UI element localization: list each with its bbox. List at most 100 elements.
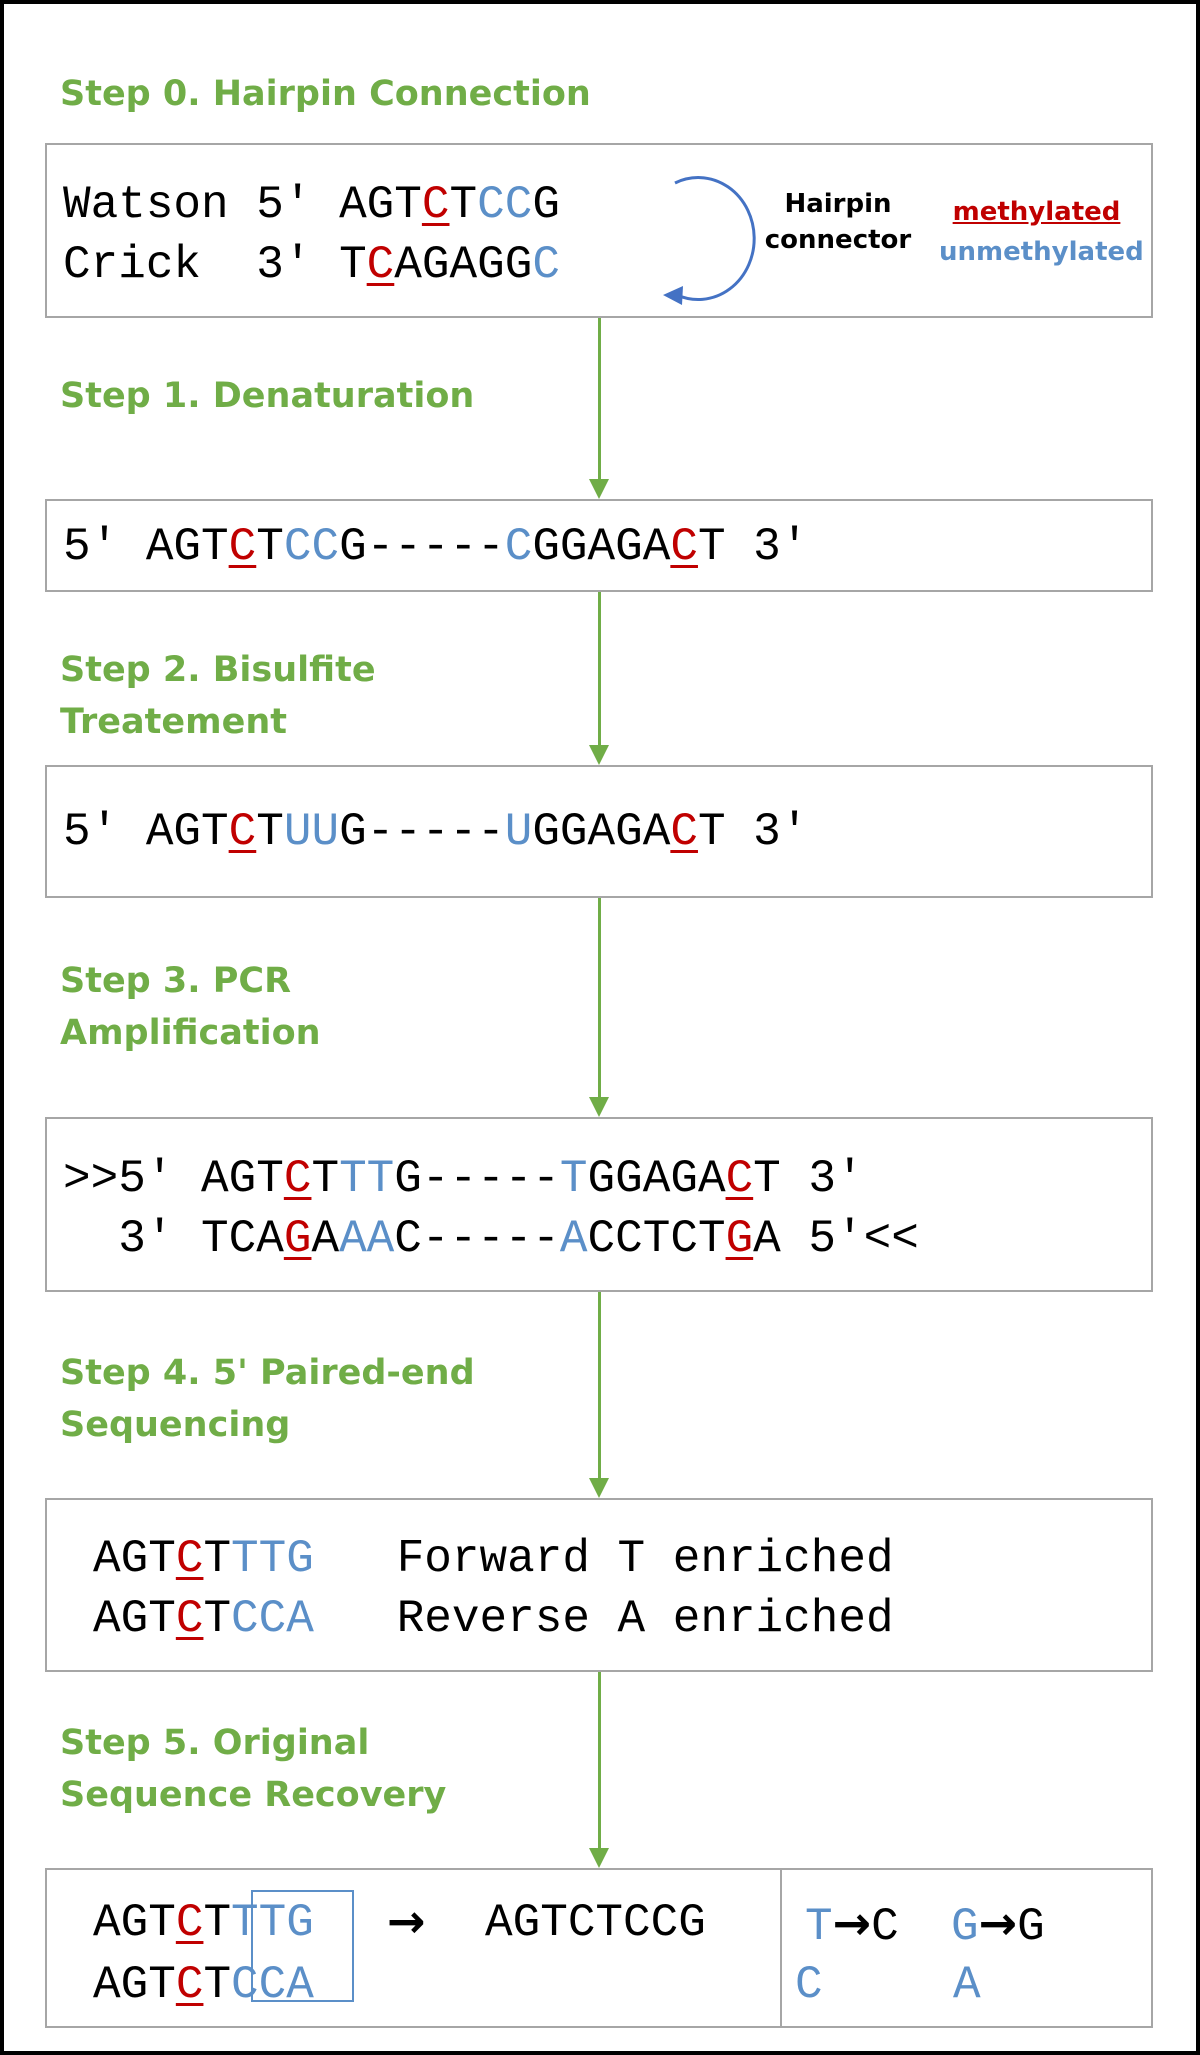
hairpin-loop-icon bbox=[663, 176, 756, 305]
base: GGAGA bbox=[587, 1153, 726, 1205]
methylated-base: C bbox=[228, 521, 257, 573]
methylated-base: C bbox=[725, 1153, 754, 1205]
divider bbox=[780, 1870, 782, 2026]
legend-methylated: methylated bbox=[952, 197, 1121, 227]
base: CCTCT bbox=[587, 1213, 726, 1265]
base: C----- bbox=[394, 1213, 560, 1265]
unmethylated-base: C bbox=[504, 521, 533, 573]
bisulfite-sequence: 5' AGTCTUUG-----UGGAGACT 3' bbox=[63, 809, 808, 855]
base: >>5' AGT bbox=[63, 1153, 284, 1205]
methylated-base: C bbox=[175, 1897, 204, 1949]
arrow-head bbox=[589, 1097, 609, 1117]
base: G----- bbox=[394, 1153, 560, 1205]
base: A bbox=[311, 1213, 340, 1265]
base: GGAGA bbox=[532, 806, 671, 858]
unmethylated-base: CC bbox=[477, 179, 533, 231]
pcr-forward-strand: >>5' AGTCTTTG-----TGGAGACT 3' bbox=[63, 1156, 864, 1202]
base: T bbox=[256, 806, 284, 858]
converted-base: CCA bbox=[231, 1593, 314, 1645]
base: A 5'<< bbox=[753, 1213, 919, 1265]
denaturation-box: 5' AGTCTCCG-----CGGAGACT 3' bbox=[45, 499, 1153, 592]
methylated-base: C bbox=[421, 179, 450, 231]
right-arrow-icon: → bbox=[978, 1896, 1018, 1950]
methylated-base: C bbox=[175, 1959, 204, 2011]
crick-strand: Crick 3' TCAGAGGC bbox=[63, 242, 560, 288]
base: G----- bbox=[339, 521, 505, 573]
base: T bbox=[203, 1593, 232, 1645]
base: T 3' bbox=[697, 806, 809, 858]
highlight-frame bbox=[251, 1890, 354, 2002]
step-3-title-line1: Step 3. PCR bbox=[60, 961, 292, 1001]
base: T bbox=[203, 1533, 232, 1585]
converted-base: TTG bbox=[231, 1897, 314, 1949]
base: GGAGA bbox=[532, 521, 671, 573]
original-base: G bbox=[1017, 1901, 1045, 1953]
arrow-head bbox=[589, 479, 609, 499]
watson-label: Watson 5' bbox=[63, 179, 312, 231]
arrow-head bbox=[589, 1478, 609, 1498]
base: G----- bbox=[339, 806, 505, 858]
recovered-sequence: AGTCTCCG bbox=[485, 1897, 706, 1949]
methylated-base: C bbox=[283, 1153, 312, 1205]
base: AGT bbox=[93, 1533, 176, 1585]
methylated-base: G bbox=[283, 1213, 312, 1265]
step-1-title: Step 1. Denaturation bbox=[60, 376, 475, 416]
pcr-reverse-strand: 3' TCAGAAAC-----ACCTCTGA 5'<< bbox=[63, 1216, 919, 1262]
converted-base: TT bbox=[339, 1153, 395, 1205]
converted-base: AA bbox=[339, 1213, 395, 1265]
methylated-base: C bbox=[175, 1533, 204, 1585]
read-base: T bbox=[805, 1901, 833, 1953]
step-5-title-line2: Sequence Recovery bbox=[60, 1775, 447, 1815]
base: 5' AGT bbox=[63, 806, 229, 858]
legend-unmethylated: unmethylated bbox=[939, 237, 1144, 267]
methylated-base: C bbox=[228, 806, 257, 858]
unmethylated-base: C bbox=[532, 239, 560, 291]
read-base: G bbox=[951, 1901, 979, 1953]
crick-label: Crick 3' bbox=[63, 239, 312, 291]
step-4-title: Step 4. 5' Paired-end Sequencing bbox=[60, 1347, 475, 1451]
base: AGAGG bbox=[394, 239, 533, 291]
read-description: Forward T enriched bbox=[313, 1533, 894, 1585]
base: T 3' bbox=[697, 521, 809, 573]
bisulfite-box: 5' AGTCTUUG-----UGGAGACT 3' bbox=[45, 765, 1153, 898]
step-5-title-line1: Step 5. Original bbox=[60, 1723, 370, 1763]
pcr-box: >>5' AGTCTTTG-----TGGAGACT 3' 3' TCAGAAA… bbox=[45, 1117, 1153, 1292]
base: G bbox=[532, 179, 560, 231]
step-3-title-line2: Amplification bbox=[60, 1013, 321, 1053]
original-base: C bbox=[871, 1901, 899, 1953]
base: T bbox=[449, 179, 478, 231]
base: 5' AGT bbox=[63, 521, 229, 573]
methylated-base: G bbox=[725, 1213, 754, 1265]
base: T bbox=[256, 521, 284, 573]
sequencing-box: AGTCTTTG Forward T enriched AGTCTCCA Rev… bbox=[45, 1498, 1153, 1672]
base: 3' TCA bbox=[63, 1213, 284, 1265]
rule-g-paired-base: A bbox=[953, 1959, 981, 2011]
base: AGT bbox=[93, 1593, 176, 1645]
step-4-title-line2: Sequencing bbox=[60, 1405, 291, 1445]
arrow-step4-step5 bbox=[598, 1671, 601, 1848]
watson-strand: Watson 5' AGTCTCCG bbox=[63, 182, 560, 228]
arrow-head bbox=[589, 745, 609, 765]
step-0-title: Step 0. Hairpin Connection bbox=[60, 74, 591, 114]
reverse-read: AGTCTCCA Reverse A enriched bbox=[93, 1596, 894, 1642]
base: T bbox=[339, 239, 367, 291]
hairpin-label-line1: Hairpin bbox=[784, 189, 892, 219]
right-arrow-icon: → bbox=[832, 1896, 872, 1950]
step-2-title: Step 2. Bisulfite Treatement bbox=[60, 644, 376, 748]
converted-base: UU bbox=[283, 806, 340, 858]
arrow-step3-step4 bbox=[598, 1291, 601, 1478]
arrow-step2-step3 bbox=[598, 897, 601, 1097]
step-3-title: Step 3. PCR Amplification bbox=[60, 955, 321, 1059]
right-arrow-icon: → bbox=[387, 1894, 426, 1948]
arrow-step0-step1 bbox=[598, 317, 601, 479]
base: T 3' bbox=[753, 1153, 864, 1205]
hairpin-label-line2: connector bbox=[764, 225, 912, 255]
arrow-head bbox=[589, 1848, 609, 1868]
converted-base: T bbox=[559, 1153, 588, 1205]
read-description: Reverse A enriched bbox=[313, 1593, 894, 1645]
rule-t-paired-base: C bbox=[795, 1959, 823, 2011]
base: AGT bbox=[93, 1959, 176, 2011]
step-2-title-line1: Step 2. Bisulfite bbox=[60, 650, 376, 690]
converted-base: A bbox=[559, 1213, 588, 1265]
base: AGT bbox=[93, 1897, 176, 1949]
